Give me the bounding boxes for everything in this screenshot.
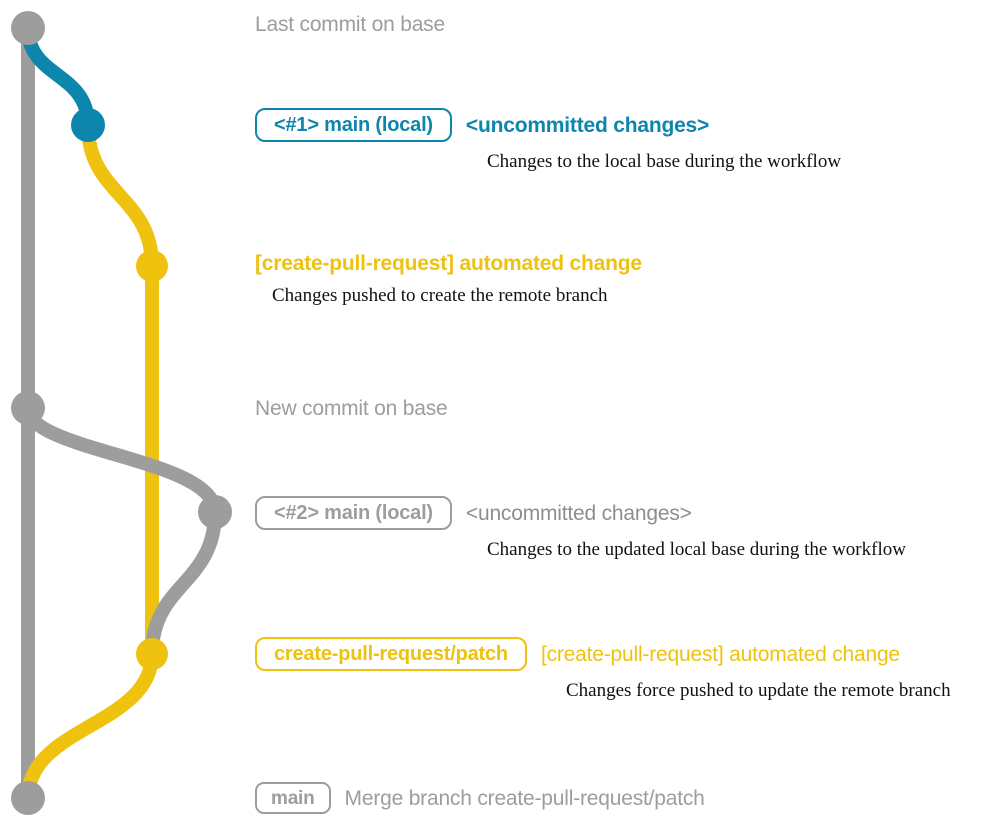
commit-row-new-base: New commit on base — [255, 397, 448, 421]
commit-description: Changes to the updated local base during… — [487, 539, 906, 560]
branch-tag-local-1[interactable]: <#1> main (local) — [255, 108, 456, 142]
commit-row-main: New commit on base — [255, 397, 448, 421]
commit-row-automated-2: create-pull-request/patch [create-pull-r… — [255, 637, 951, 702]
commit-subject: Last commit on base — [255, 13, 445, 36]
commit-row-local-1: <#1> main (local) <uncommitted changes> … — [255, 108, 841, 173]
commit-row-last-base: Last commit on base — [255, 13, 445, 37]
commit-node-new-base[interactable] — [11, 391, 45, 425]
edge-local-1-to-patch-1 — [81, 118, 159, 273]
commit-row-main: Last commit on base — [255, 13, 445, 37]
commit-row-local-2: <#2> main (local) <uncommitted changes> … — [255, 496, 906, 561]
commit-subject: New commit on base — [255, 397, 448, 420]
edge-patch-2-to-merge — [21, 647, 159, 805]
commit-subject: <uncommitted changes> — [465, 113, 710, 137]
edge-base-to-merge-node — [21, 401, 222, 519]
commit-subject: [create-pull-request] automated change — [540, 642, 900, 666]
branch-tag-main[interactable]: main — [255, 782, 335, 814]
commit-node-last-base[interactable] — [11, 11, 45, 45]
commit-node-local-1[interactable] — [71, 108, 105, 142]
commit-subject: [create-pull-request] automated change — [255, 252, 642, 275]
commit-node-automated-2[interactable] — [136, 638, 168, 670]
commit-row-main: <#1> main (local) <uncommitted changes> — [255, 108, 709, 142]
commit-row-main: main Merge branch create-pull-request/pa… — [255, 782, 705, 814]
edge-base-to-local-1 — [21, 21, 95, 132]
commit-node-local-2[interactable] — [198, 495, 232, 529]
commit-description: Changes pushed to create the remote bran… — [272, 285, 608, 306]
commit-nodes — [11, 11, 232, 815]
commit-row-main: [create-pull-request] automated change — [255, 252, 642, 276]
commit-node-merge[interactable] — [11, 781, 45, 815]
commit-node-automated-1[interactable] — [136, 250, 168, 282]
branch-tag-patch[interactable]: create-pull-request/patch — [255, 637, 531, 671]
commit-subject: Merge branch create-pull-request/patch — [344, 786, 705, 810]
commit-description: Changes to the local base during the wor… — [487, 151, 842, 172]
commit-subject: <uncommitted changes> — [465, 501, 692, 525]
commit-row-main: <#2> main (local) <uncommitted changes> — [255, 496, 692, 530]
branch-tag-local-2[interactable]: <#2> main (local) — [255, 496, 456, 530]
edge-merge-node-to-patch-2 — [145, 505, 222, 661]
commit-description: Changes force pushed to update the remot… — [566, 680, 951, 701]
commit-row-merge: main Merge branch create-pull-request/pa… — [255, 782, 705, 814]
commit-row-automated-1: [create-pull-request] automated change C… — [255, 252, 642, 307]
commit-row-main: create-pull-request/patch [create-pull-r… — [255, 637, 900, 671]
